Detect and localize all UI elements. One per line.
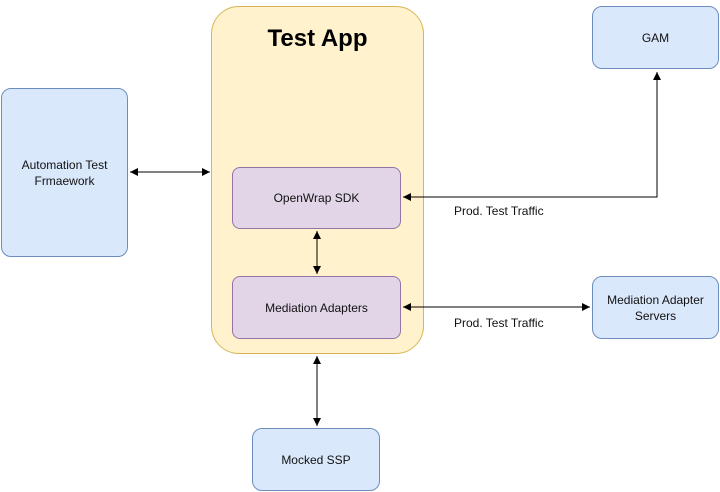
automation-test-framework-label: Automation Test Frmaework [21, 157, 108, 188]
test-app-title: Test App [267, 25, 368, 52]
edge-openwrap-gam [403, 72, 661, 201]
mediation-adapters-node[interactable]: Mediation Adapters [232, 276, 401, 339]
mediation-adapters-label: Mediation Adapters [265, 300, 368, 315]
openwrap-sdk-label: OpenWrap SDK [273, 191, 360, 205]
gam-node[interactable]: GAM [592, 6, 719, 69]
mocked-ssp-node[interactable]: Mocked SSP [252, 428, 380, 491]
mediation-adapter-servers-label: Mediation Adapter Servers [607, 292, 704, 323]
mediation-adapter-servers-node[interactable]: Mediation Adapter Servers [592, 276, 719, 339]
openwrap-sdk-node[interactable]: OpenWrap SDK [232, 167, 401, 229]
gam-label: GAM [641, 30, 670, 45]
automation-test-framework-node[interactable]: Automation Test Frmaework [1, 88, 128, 257]
mocked-ssp-label: Mocked SSP [281, 452, 351, 467]
edge-label-mediation-servers: Prod. Test Traffic [454, 316, 544, 330]
edge-label-openwrap-gam: Prod. Test Traffic [454, 204, 544, 218]
